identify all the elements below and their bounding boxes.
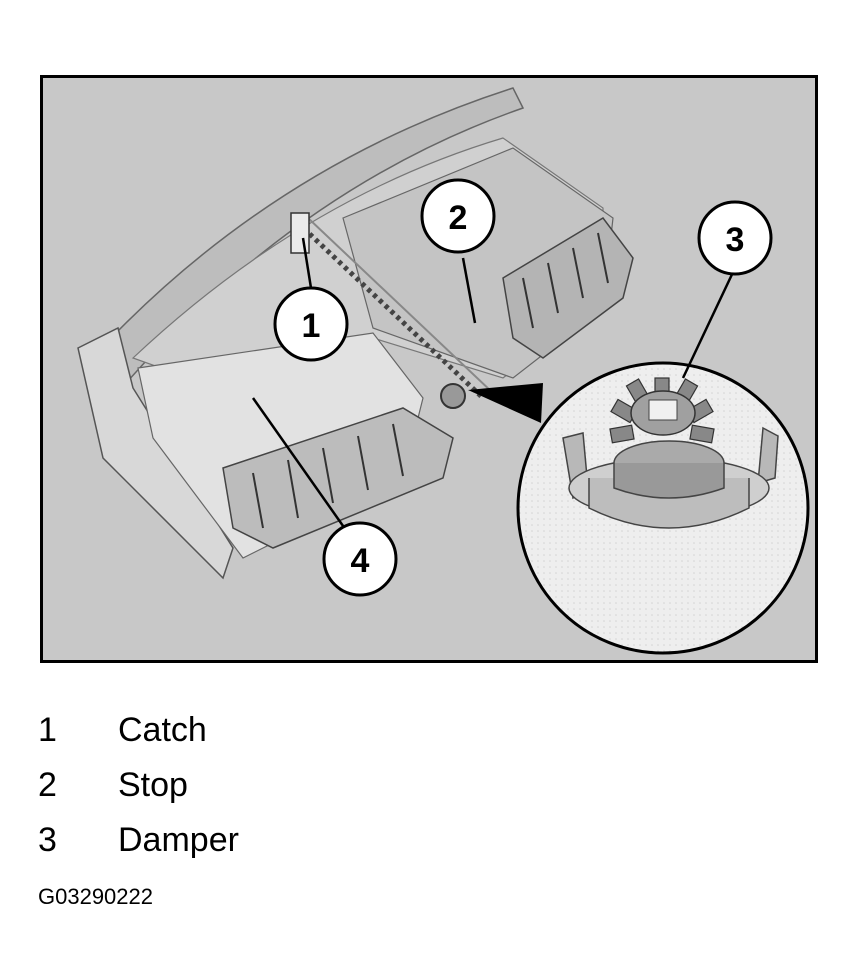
magnifier-pointer xyxy=(468,383,543,423)
legend-label: Catch xyxy=(118,711,207,749)
legend: 1 Catch 2 Stop 3 Damper xyxy=(38,703,538,868)
divider-rail xyxy=(296,221,485,400)
leader-2 xyxy=(461,257,477,324)
leader-1 xyxy=(301,237,313,289)
leader-4 xyxy=(251,397,350,534)
callout-4-label: 4 xyxy=(351,542,370,580)
legend-label: Stop xyxy=(118,766,188,804)
callout-3-label: 3 xyxy=(726,221,745,259)
damper-magnified xyxy=(562,377,779,529)
legend-number: 1 xyxy=(38,711,57,749)
callout-3: 3 xyxy=(697,200,773,276)
assembly-illustration: 1 2 3 4 xyxy=(77,87,810,655)
callout-2-label: 2 xyxy=(449,199,468,237)
figure-id: G03290222 xyxy=(38,884,153,909)
ribbed-frame xyxy=(222,407,454,549)
right-ribbed-frame xyxy=(502,217,634,359)
callout-4: 4 xyxy=(322,521,398,597)
catch-part xyxy=(290,212,310,254)
damper-small xyxy=(440,383,466,409)
leader-3 xyxy=(681,267,737,379)
figure-frame: 1 2 3 4 xyxy=(40,75,818,663)
callout-1-label: 1 xyxy=(302,307,321,345)
legend-number: 3 xyxy=(38,821,57,859)
legend-item: 1 Catch xyxy=(38,703,538,758)
legend-item: 2 Stop xyxy=(38,758,538,813)
housing-left-cap xyxy=(77,326,234,580)
legend-number: 2 xyxy=(38,766,57,804)
legend-label: Damper xyxy=(118,821,239,859)
callout-1: 1 xyxy=(273,286,349,362)
legend-item: 3 Damper xyxy=(38,813,538,868)
callout-2: 2 xyxy=(420,178,496,254)
